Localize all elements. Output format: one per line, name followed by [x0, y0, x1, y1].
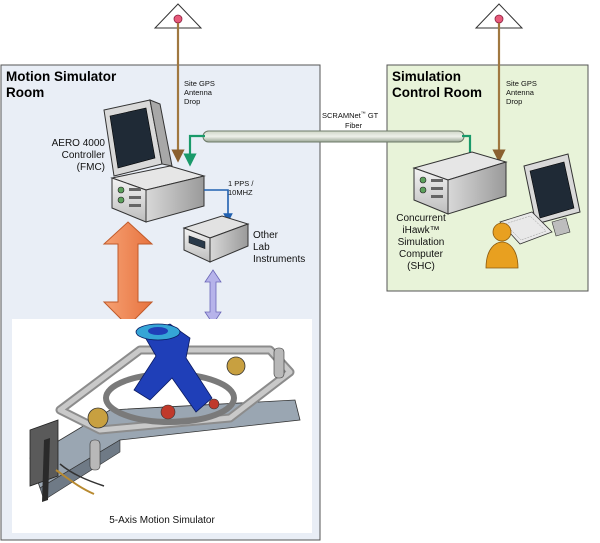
motion-room-title-line2: Room	[6, 85, 44, 100]
antenna-left-label-line3: Drop	[184, 97, 200, 106]
controller-label-line2: Controller	[62, 150, 106, 161]
simulator-illustration	[29, 323, 301, 502]
antenna-left-label-line1: Site GPS	[184, 79, 215, 88]
user-icon	[485, 222, 519, 269]
antenna-right-label-line2: Antenna	[506, 88, 535, 97]
antenna-left-label-line2: Antenna	[184, 88, 213, 97]
antenna-right-icon	[494, 14, 504, 24]
shc-label-line1: Concurrent	[396, 213, 446, 224]
antenna-left: Site GPS Antenna Drop	[153, 3, 215, 163]
lab-instruments: Other Lab Instruments	[182, 215, 305, 265]
antenna-right: Site GPS Antenna Drop	[474, 3, 537, 163]
fiber-label-line1: SCRAMNet™ GT	[322, 111, 379, 120]
controller-monitor-screen	[109, 107, 156, 169]
antenna-right-label-line1: Site GPS	[506, 79, 537, 88]
pps-label-line1: 1 PPS /	[228, 179, 254, 188]
instruments-label-line2: Lab	[253, 242, 270, 253]
simulation-computer: Concurrent iHawk™ Simulation Computer (S…	[396, 151, 581, 272]
antenna-right-label-line3: Drop	[506, 97, 522, 106]
shc-label-line2: iHawk™	[402, 225, 439, 236]
keyboard-icon	[499, 211, 553, 245]
shc-label-line4: Computer	[399, 249, 444, 260]
fiber-label-line2: Fiber	[345, 121, 363, 130]
simulator-caption: 5-Axis Motion Simulator	[109, 515, 215, 526]
controller-label-line1: AERO 4000	[52, 138, 106, 149]
scramnet-fiber-link: SCRAMNet™ GT Fiber	[183, 111, 477, 167]
motion-room-title-line1: Motion Simulator	[6, 69, 117, 84]
shc-label-line5: (SHC)	[407, 261, 435, 272]
control-room-title-line2: Control Room	[392, 85, 482, 100]
shc-label-line3: Simulation	[398, 237, 445, 248]
controller-label-line3: (FMC)	[77, 162, 105, 173]
aero-controller: AERO 4000 Controller (FMC)	[52, 99, 206, 223]
pps-link: 1 PPS / 10MHZ	[204, 179, 254, 223]
antenna-left-icon	[173, 14, 183, 24]
pps-label-line2: 10MHZ	[228, 188, 253, 197]
control-room-title-line1: Simulation	[392, 69, 461, 84]
shc-monitor-screen	[529, 161, 575, 219]
simulator-panel: 5-Axis Motion Simulator	[12, 319, 312, 533]
instruments-label-line1: Other	[253, 230, 279, 241]
instruments-label-line3: Instruments	[253, 254, 305, 265]
